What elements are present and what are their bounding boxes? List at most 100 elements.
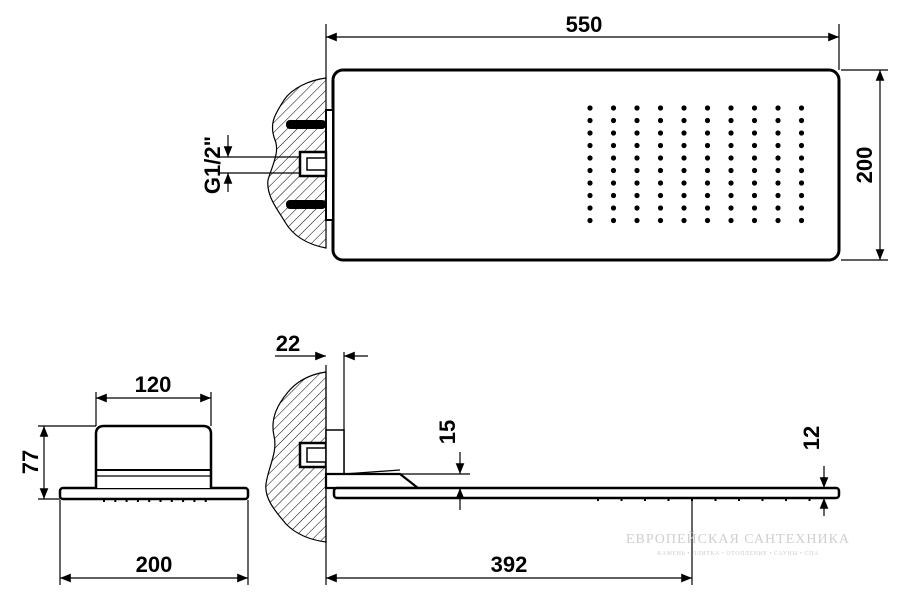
nozzle-dot <box>775 167 781 174</box>
nozzle-dot <box>681 192 687 199</box>
nozzle-dot <box>587 130 593 136</box>
nozzle-dot <box>610 117 617 124</box>
nozzle-dot <box>657 167 664 174</box>
nozzle-dot <box>775 142 781 149</box>
nozzle-dot <box>798 142 805 149</box>
arm-side <box>324 472 422 490</box>
dim-label-392: 392 <box>491 552 528 577</box>
watermark-title: ЕВРОПЕЙСКАЯ САНТЕХНИКА <box>626 530 850 547</box>
nozzle-dot <box>728 167 734 174</box>
nozzle-dot <box>704 217 711 224</box>
nozzle-dot <box>798 130 805 136</box>
nozzle-dot <box>775 155 781 161</box>
nozzle-dot <box>681 167 687 174</box>
nozzle-dot <box>751 180 758 186</box>
nozzle-dot <box>634 117 640 124</box>
nozzle-dot <box>704 180 711 186</box>
nozzle-dot <box>681 217 687 224</box>
dim-label-200-front: 200 <box>136 552 173 577</box>
nozzle-dot <box>728 192 734 199</box>
dim-label-550: 550 <box>566 12 603 37</box>
nozzle-dot <box>610 105 617 111</box>
nozzle-dot <box>728 117 734 124</box>
nozzle-dot <box>610 130 617 136</box>
head-plate-front <box>58 486 250 501</box>
front-nozzle-row <box>103 499 207 502</box>
nozzle-dot <box>704 130 711 136</box>
nozzle-dot <box>751 205 758 211</box>
nozzle-dot <box>704 155 711 161</box>
nozzle-dot <box>775 130 781 136</box>
nozzle-dot <box>681 205 687 211</box>
nozzle-dot <box>681 142 687 149</box>
nozzle-dot <box>751 167 758 174</box>
nozzle-dot <box>704 117 711 124</box>
dim-label-22: 22 <box>276 331 300 356</box>
nozzle-dot <box>704 205 711 211</box>
nozzle-dot <box>798 192 805 199</box>
shower-head-top <box>331 68 841 262</box>
nozzle-dot <box>728 155 734 161</box>
nozzle-dot <box>775 117 781 124</box>
nozzle-dot <box>634 142 640 149</box>
nozzle-dot <box>610 180 617 186</box>
nozzle-dot <box>681 155 687 161</box>
dim-label-200-top: 200 <box>852 147 877 184</box>
nozzle-dot <box>634 192 640 199</box>
nozzle-dot <box>751 192 758 199</box>
nozzle-dot <box>587 117 593 124</box>
nozzle-dot <box>728 180 734 186</box>
nozzle-dot <box>657 155 664 161</box>
nozzle-dot <box>634 105 640 111</box>
nozzle-dot <box>704 142 711 149</box>
nozzle-dot <box>728 205 734 211</box>
dim-label-15: 15 <box>435 420 460 444</box>
nozzle-dot <box>610 192 617 199</box>
nozzle-dot <box>657 142 664 149</box>
nozzle-dot <box>681 117 687 124</box>
nozzle-dot <box>704 192 711 199</box>
dim-label-120: 120 <box>135 372 172 397</box>
dim-label-12: 12 <box>799 426 824 450</box>
nozzle-grid <box>587 105 805 224</box>
nozzle-dot <box>751 105 758 111</box>
nozzle-dot <box>587 167 593 174</box>
nozzle-dot <box>657 205 664 211</box>
side-nozzle-row <box>597 498 811 501</box>
nozzle-dot <box>587 192 593 199</box>
nozzle-dot <box>751 142 758 149</box>
bolt-lower <box>286 200 326 209</box>
nozzle-dot <box>798 217 805 224</box>
nozzle-dot <box>657 117 664 124</box>
nozzle-dot <box>728 105 734 111</box>
nozzle-dot <box>751 117 758 124</box>
arm-block-front <box>94 424 213 488</box>
nozzle-dot <box>610 167 617 174</box>
nozzle-dot <box>775 105 781 111</box>
nozzle-dot <box>728 142 734 149</box>
nozzle-dot <box>775 192 781 199</box>
nozzle-dot <box>634 205 640 211</box>
nozzle-dot <box>704 105 711 111</box>
nozzle-dot <box>587 205 593 211</box>
nozzle-dot <box>728 217 734 224</box>
front-view: 120 77 200 <box>18 372 250 585</box>
nozzle-dot <box>657 217 664 224</box>
nozzle-dot <box>610 142 617 149</box>
nozzle-dot <box>587 217 593 224</box>
nozzle-dot <box>634 130 640 136</box>
nozzle-dot <box>775 205 781 211</box>
bolt-upper <box>286 120 326 129</box>
nozzle-dot <box>634 180 640 186</box>
side-view: 22 15 12 392 <box>265 331 841 585</box>
nozzle-dot <box>657 105 664 111</box>
nozzle-dot <box>610 217 617 224</box>
nozzle-dot <box>681 180 687 186</box>
nozzle-dot <box>704 167 711 174</box>
nozzle-dot <box>610 155 617 161</box>
nozzle-dot <box>775 180 781 186</box>
nozzle-dot <box>587 105 593 111</box>
head-plate-side <box>332 486 841 500</box>
nozzle-dot <box>751 130 758 136</box>
